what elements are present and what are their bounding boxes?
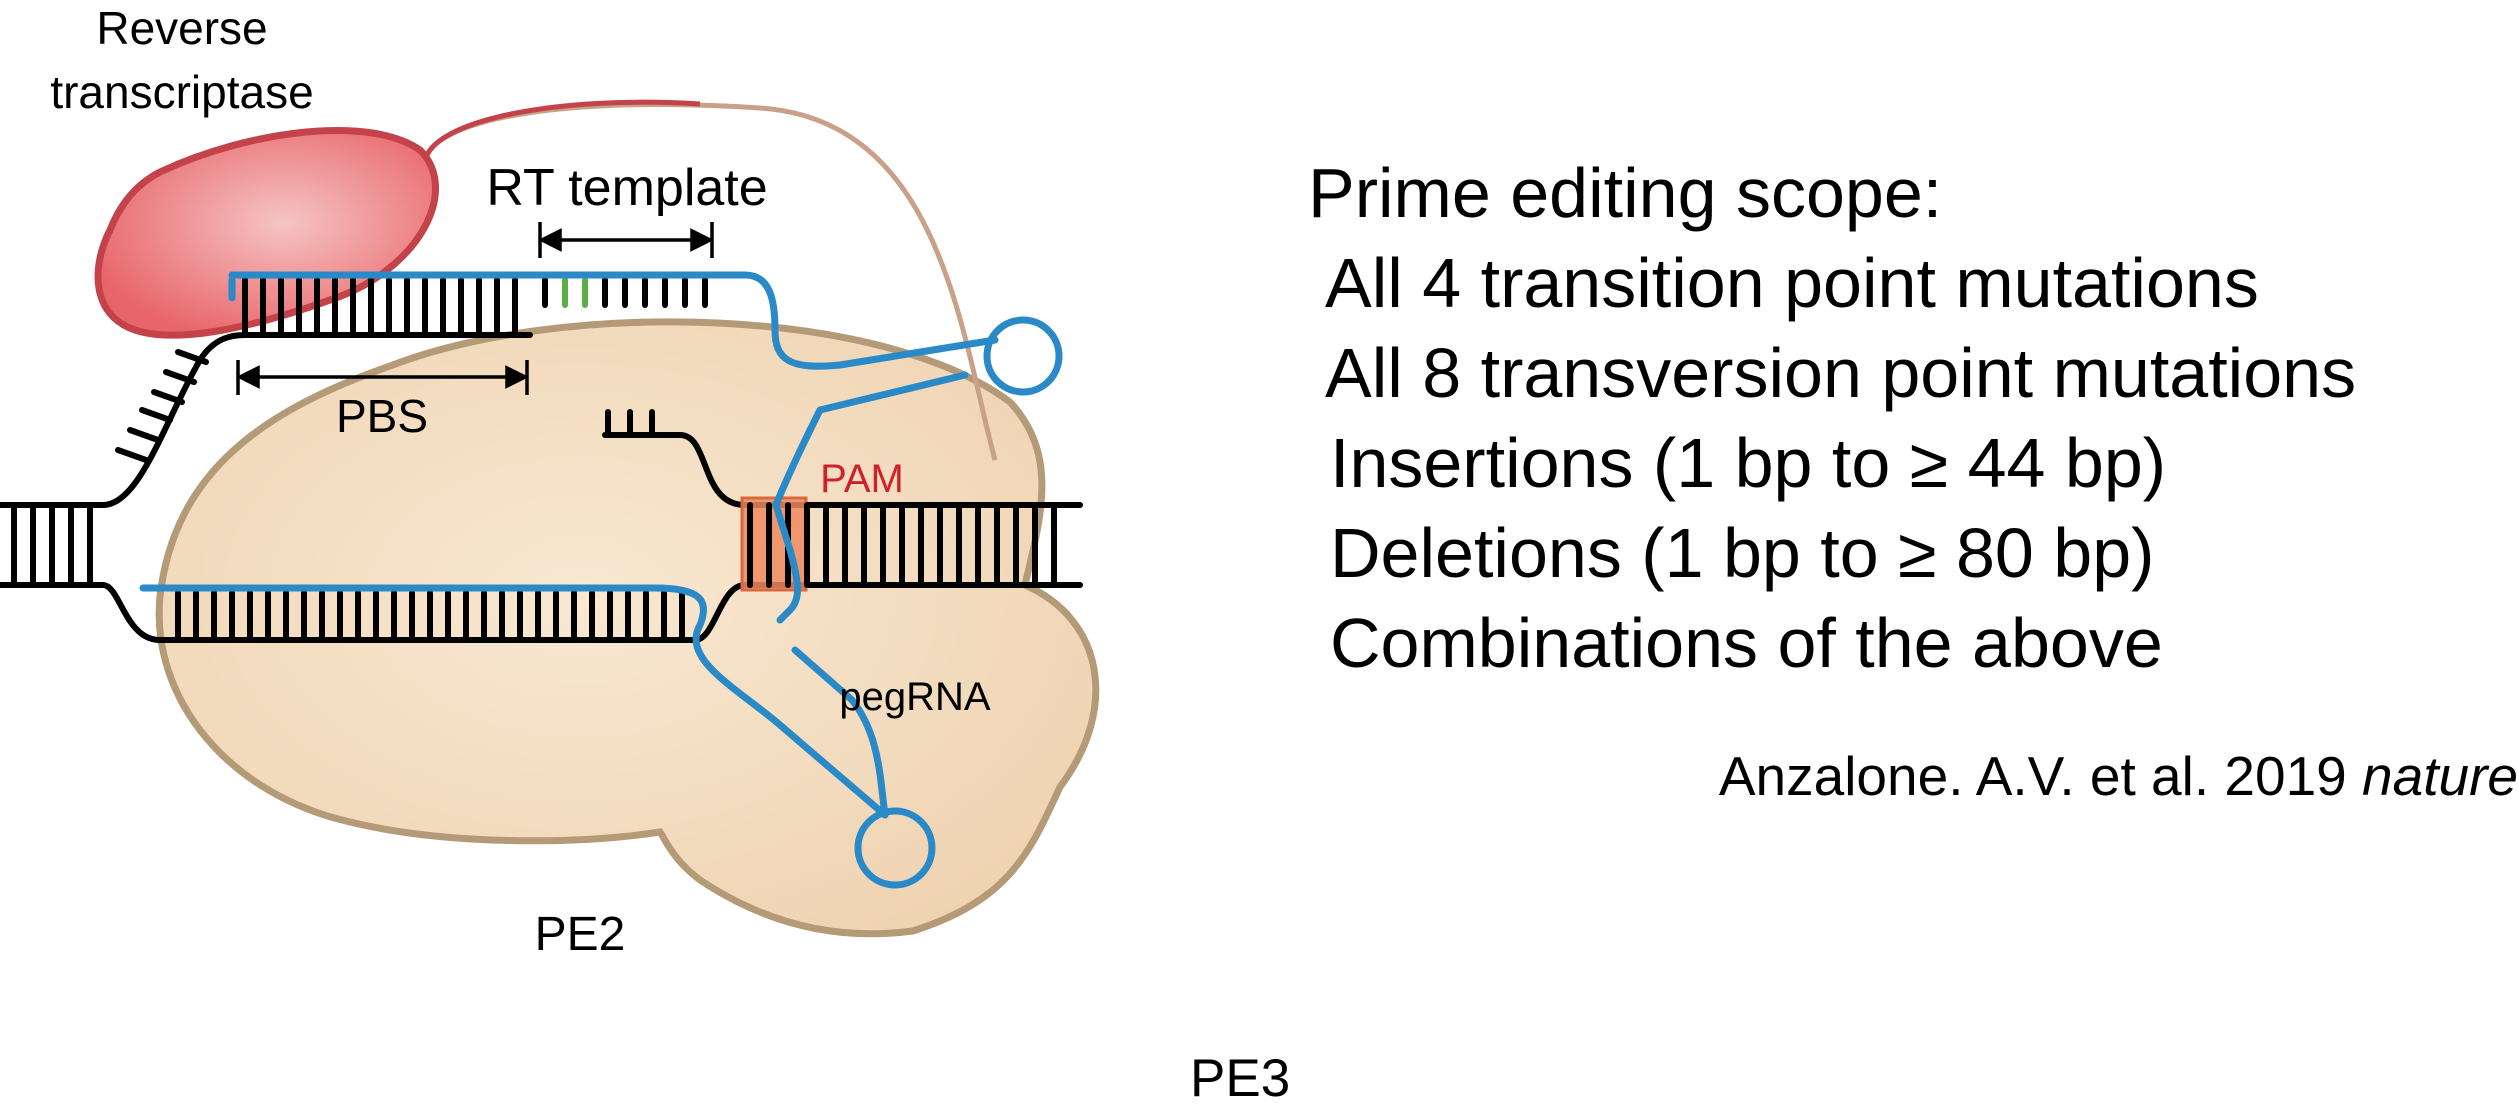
pe2-label: PE2 <box>535 908 626 961</box>
scope-item: All 8 transversion point mutations <box>1325 334 2357 412</box>
citation-text: Anzalone. A.V. et al. 2019 <box>1718 745 2363 807</box>
scope-title: Prime editing scope: <box>1308 154 1943 232</box>
pam-label: PAM <box>820 457 904 501</box>
base-pair <box>151 389 185 405</box>
prime-editing-scope: Prime editing scope: All 4 transition po… <box>1308 148 2488 688</box>
rt-template-bracket <box>538 222 714 258</box>
pegrna-label: pegRNA <box>839 675 991 719</box>
pegrna-hairpin-loop-lower <box>854 807 936 889</box>
scope-item: Insertions (1 bp to ≥ 44 bp) <box>1330 424 2167 502</box>
linker-rt-end <box>422 99 701 163</box>
base-pair <box>139 407 173 423</box>
scope-item: Deletions (1 bp to ≥ 80 bp) <box>1330 514 2155 592</box>
reverse-transcriptase-protein <box>94 127 439 339</box>
scope-item: Combinations of the above <box>1330 604 2163 682</box>
reverse-transcriptase-label-1: Reverse <box>96 2 267 54</box>
base-pair <box>163 369 197 385</box>
dna-base-pairs <box>11 277 1057 643</box>
base-pair <box>115 447 149 463</box>
citation-journal: nature <box>2362 745 2518 807</box>
pegrna-strand <box>139 271 999 819</box>
citation: Anzalone. A.V. et al. 2019 nature <box>1719 744 2518 808</box>
pbs-bracket <box>236 360 529 395</box>
pegrna-hairpin-loop-upper <box>983 316 1063 396</box>
base-pair <box>175 349 209 365</box>
scope-item: All 4 transition point mutations <box>1325 244 2259 322</box>
base-pair <box>127 427 161 443</box>
reverse-transcriptase-label-2: transcriptase <box>50 66 313 118</box>
rt-template-label: RT template <box>486 159 767 217</box>
pbs-label: PBS <box>336 390 428 442</box>
pe3-label: PE3 <box>1190 1049 1291 1108</box>
